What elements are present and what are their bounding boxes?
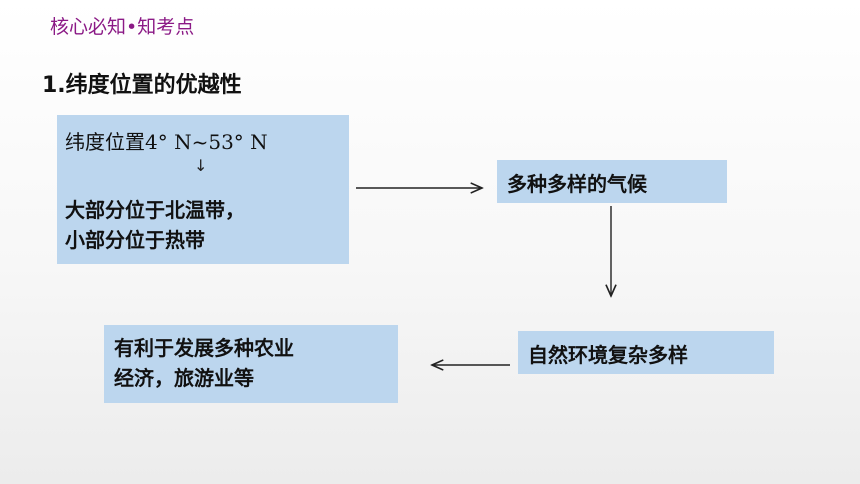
- environment-text: 自然环境复杂多样: [528, 343, 688, 367]
- benefit-line-2: 经济，旅游业等: [114, 366, 254, 390]
- benefit-text: 有利于发展多种农业 经济，旅游业等: [114, 333, 294, 393]
- page-header: 核心必知•知考点: [50, 16, 195, 38]
- climate-box: 多种多样的气候: [497, 160, 727, 203]
- latitude-box: 纬度位置4° N~53° N ↓ 大部分位于北温带， 小部分位于热带: [57, 115, 349, 264]
- climate-text: 多种多样的气候: [507, 172, 647, 196]
- benefit-box: 有利于发展多种农业 经济，旅游业等: [104, 325, 398, 403]
- climate-zones-text: 大部分位于北温带， 小部分位于热带: [65, 195, 245, 255]
- environment-box: 自然环境复杂多样: [518, 331, 774, 374]
- zones-line-2: 小部分位于热带: [65, 228, 205, 252]
- section-title: 1.纬度位置的优越性: [42, 73, 242, 98]
- benefit-line-1: 有利于发展多种农业: [114, 336, 294, 360]
- zones-line-1: 大部分位于北温带，: [65, 198, 245, 222]
- latitude-range-text: 纬度位置4° N~53° N: [65, 130, 268, 154]
- down-arrow-icon: ↓: [194, 156, 208, 175]
